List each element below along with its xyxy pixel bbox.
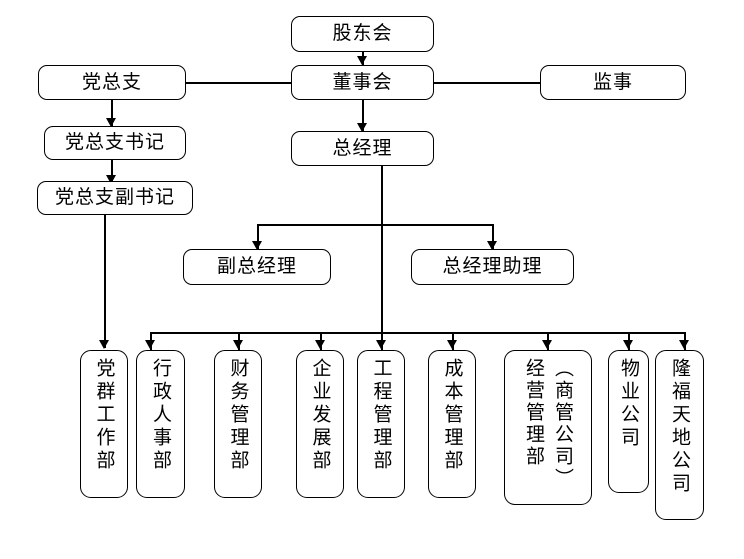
node-shareholders[interactable]: 股东会 <box>291 16 434 52</box>
node-gm-assistant[interactable]: 总经理助理 <box>411 249 574 285</box>
connector-board-supervisor <box>434 82 541 84</box>
node-department-property-company[interactable]: 物业公司 <box>608 350 649 493</box>
arrow-enterprise-development <box>315 340 325 349</box>
connector-drop-deputy-gm <box>257 224 259 249</box>
node-party-secretary[interactable]: 党总支书记 <box>44 126 186 160</box>
node-board-label: 董事会 <box>332 70 393 93</box>
arrow-shareholders-board <box>357 56 367 65</box>
arrow-finance <box>233 340 243 349</box>
node-deputy-general-manager[interactable]: 副总经理 <box>183 249 331 285</box>
department-label: 工程管理部 <box>370 358 393 473</box>
arrow-admin-hr <box>145 340 155 349</box>
node-department-business-management[interactable]: （商管公司） 经营管理部 <box>504 350 592 505</box>
node-general-manager-label: 总经理 <box>332 136 393 159</box>
department-label: 物业公司 <box>618 358 640 450</box>
node-department-longfu-tiandi-company[interactable]: 隆福天地公司 <box>655 350 704 520</box>
node-department-admin-hr[interactable]: 行政人事部 <box>136 350 185 498</box>
arrow-gm-assistant <box>487 241 497 250</box>
node-party-secretary-label: 党总支书记 <box>64 131 165 154</box>
arrow-business-management <box>542 340 552 349</box>
department-label: 党群工作部 <box>93 358 116 473</box>
connector-departments-bar <box>150 332 684 334</box>
node-party-deputy-secretary[interactable]: 党总支副书记 <box>37 181 193 215</box>
department-label: 经营管理部 <box>523 358 545 468</box>
department-sub-label: （商管公司） <box>552 358 574 490</box>
node-party-branch[interactable]: 党总支 <box>38 65 186 100</box>
department-label: 企业发展部 <box>309 358 332 473</box>
node-board-of-directors[interactable]: 董事会 <box>291 65 434 100</box>
arrow-property-company <box>623 340 633 349</box>
node-party-branch-label: 党总支 <box>81 70 142 93</box>
arrow-cost-management <box>447 340 457 349</box>
connector-gm-deputy-bar <box>257 224 493 226</box>
connector-board-gm <box>362 100 364 131</box>
connector-party-branch-board <box>186 82 292 84</box>
arrow-party-branch-secretary <box>106 118 116 127</box>
node-supervisor[interactable]: 监事 <box>540 65 686 100</box>
arrow-engineering <box>376 340 386 349</box>
node-general-manager[interactable]: 总经理 <box>291 131 434 166</box>
connector-gm-trunk <box>381 166 383 332</box>
node-shareholders-label: 股东会 <box>332 22 393 45</box>
node-deputy-general-manager-label: 副总经理 <box>216 255 297 278</box>
connector-drop-gm-assistant <box>492 224 494 249</box>
arrow-deputy-gm <box>252 241 262 250</box>
department-label: 隆福天地公司 <box>669 358 691 496</box>
node-gm-assistant-label: 总经理助理 <box>442 255 543 278</box>
arrow-longfu-company <box>679 340 689 349</box>
department-label: 行政人事部 <box>150 358 172 473</box>
connector-party-branch-secretary <box>111 100 113 126</box>
arrow-deputy-to-party-mass-dept <box>99 340 109 349</box>
node-department-finance[interactable]: 财务管理部 <box>214 350 262 498</box>
node-party-deputy-secretary-label: 党总支副书记 <box>54 186 175 209</box>
node-department-engineering[interactable]: 工程管理部 <box>357 350 405 498</box>
department-label: 财务管理部 <box>227 358 250 473</box>
department-label: 成本管理部 <box>441 358 464 473</box>
arrow-board-gm <box>357 123 367 132</box>
node-department-cost-management[interactable]: 成本管理部 <box>428 350 476 498</box>
node-department-enterprise-development[interactable]: 企业发展部 <box>296 350 344 498</box>
connector-deputy-to-party-mass-dept <box>104 215 106 348</box>
arrow-secretary-deputy <box>106 175 116 184</box>
node-department-party-mass-work[interactable]: 党群工作部 <box>80 350 128 498</box>
connector-secretary-deputy <box>111 160 113 182</box>
node-supervisor-label: 监事 <box>592 70 633 93</box>
